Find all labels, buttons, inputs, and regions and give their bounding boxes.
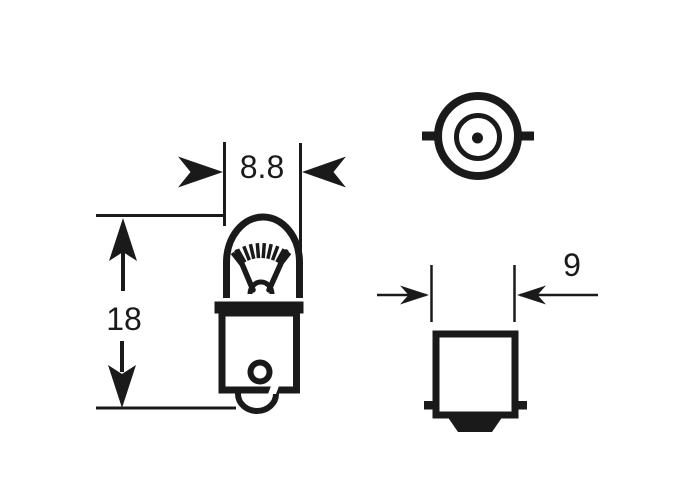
filament-support-wires <box>234 249 289 293</box>
base-view-pin-right <box>518 401 527 410</box>
base-view-pin-left <box>424 401 433 410</box>
top-view-pin-left <box>422 131 435 141</box>
overall-length-label: 18 <box>106 301 142 337</box>
arrow-up-icon <box>109 218 137 261</box>
contact-notch-highlight <box>268 386 279 394</box>
arrow-right-icon <box>178 156 223 188</box>
arrow-down-icon <box>108 365 136 408</box>
arrow-left-icon <box>517 285 546 305</box>
dimension-overall-length: 18 <box>96 214 236 410</box>
dimension-bulb-diameter: 8.8 <box>178 142 346 261</box>
dimension-base-diameter: 9 <box>377 247 598 322</box>
bulb-diameter-label: 8.8 <box>240 149 284 185</box>
base-view-cap-outline <box>432 330 519 419</box>
filament-coil-arc <box>247 279 275 295</box>
base-view-contact-trapezoid <box>447 416 503 432</box>
top-view-pin-right <box>521 131 534 141</box>
arrow-left-icon <box>302 156 346 188</box>
base-view: 9 <box>377 247 598 432</box>
side-view <box>214 213 304 414</box>
base-diameter-label: 9 <box>563 247 581 283</box>
bayonet-pin <box>247 359 273 385</box>
top-view-center-contact-dot <box>472 132 483 144</box>
arrow-right-icon <box>400 285 429 305</box>
top-view <box>422 92 534 180</box>
